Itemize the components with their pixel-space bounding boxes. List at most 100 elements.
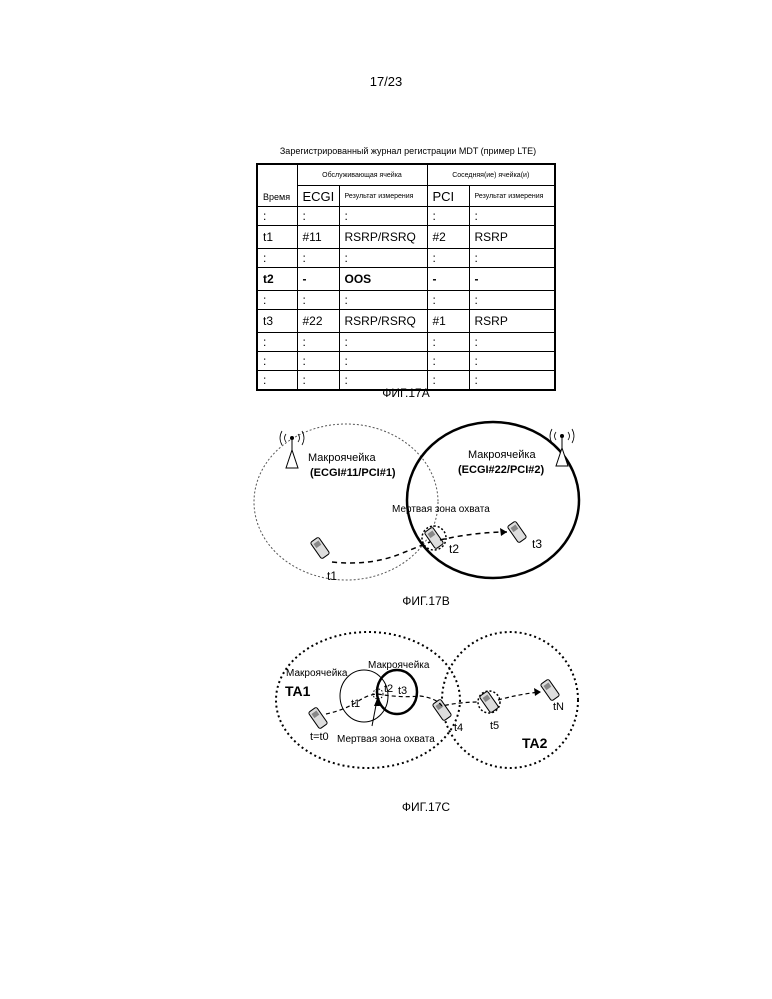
phone-icon bbox=[424, 527, 444, 549]
tn-label: tN bbox=[553, 701, 564, 713]
cell-ecgi: : bbox=[297, 291, 339, 310]
cell-serving-result: : bbox=[339, 291, 427, 310]
arrow-head-icon bbox=[500, 528, 507, 536]
cell-ecgi: : bbox=[297, 333, 339, 352]
page-number: 17/23 bbox=[0, 74, 772, 89]
t1-label: t1 bbox=[351, 698, 360, 710]
cell-time: t3 bbox=[257, 310, 297, 333]
cell-pci: #2 bbox=[427, 226, 469, 249]
phone-icon bbox=[507, 521, 527, 543]
t3-label: t3 bbox=[398, 685, 407, 697]
cell-time: t2 bbox=[257, 268, 297, 291]
cell-neighbor-result: : bbox=[469, 333, 555, 352]
right-cell-label: Макроячейка bbox=[468, 449, 536, 461]
header-pci: PCI bbox=[427, 186, 469, 207]
ta1-cell-label: Макроячейка bbox=[286, 668, 348, 679]
trajectory-path bbox=[440, 532, 507, 540]
arrow-head-icon bbox=[534, 688, 541, 696]
cell-serving-result: RSRP/RSRQ bbox=[339, 310, 427, 333]
cell-time: : bbox=[257, 249, 297, 268]
table-row: : : : : : bbox=[257, 333, 555, 352]
trajectory-path bbox=[498, 692, 540, 700]
left-cell-id: (ECGI#11/PCI#1) bbox=[310, 467, 396, 479]
cell-neighbor-result: : bbox=[469, 207, 555, 226]
cell-pci: : bbox=[427, 352, 469, 371]
table-row: t3 #22 RSRP/RSRQ #1 RSRP bbox=[257, 310, 555, 333]
cell-time: : bbox=[257, 333, 297, 352]
small-cell-label: Макроячейка bbox=[368, 660, 430, 671]
cell-serving-result: : bbox=[339, 352, 427, 371]
header-serving-cell: Обслуживающая ячейка bbox=[297, 164, 427, 186]
trajectory-path bbox=[332, 542, 430, 563]
phone-icon bbox=[310, 537, 330, 559]
dead-zone-label: Мертвая зона охвата bbox=[392, 504, 490, 515]
cell-neighbor-result: : bbox=[469, 352, 555, 371]
cell-time: : bbox=[257, 207, 297, 226]
cell-time: : bbox=[257, 291, 297, 310]
cell-pci: : bbox=[427, 249, 469, 268]
left-cell-label: Макроячейка bbox=[308, 452, 376, 464]
cell-neighbor-result: - bbox=[469, 268, 555, 291]
ta1-boundary bbox=[276, 632, 460, 768]
table-row: t1 #11 RSRP/RSRQ #2 RSRP bbox=[257, 226, 555, 249]
t2-label: t2 bbox=[449, 542, 459, 556]
phone-icon bbox=[308, 707, 328, 729]
mdt-log-table: Время Обслуживающая ячейка Соседняя(ие) … bbox=[256, 163, 556, 391]
cell-neighbor-result: : bbox=[469, 249, 555, 268]
cell-neighbor-result: RSRP bbox=[469, 310, 555, 333]
cell-pci: : bbox=[427, 207, 469, 226]
cell-neighbor-result: RSRP bbox=[469, 226, 555, 249]
t2-label: t2 bbox=[384, 683, 393, 695]
fig17c-diagram: Макроячейка Макроячейка TA1 TA2 t=t0 t1 … bbox=[0, 628, 772, 788]
left-macrocell-boundary bbox=[254, 424, 438, 580]
table-row: t2 - OOS - - bbox=[257, 268, 555, 291]
cell-ecgi: : bbox=[297, 207, 339, 226]
phone-icon bbox=[432, 699, 452, 721]
cell-serving-result: : bbox=[339, 333, 427, 352]
cell-serving-result: OOS bbox=[339, 268, 427, 291]
header-time: Время bbox=[257, 164, 297, 207]
cell-ecgi: #22 bbox=[297, 310, 339, 333]
base-station-icon bbox=[280, 431, 304, 468]
cell-pci: #1 bbox=[427, 310, 469, 333]
fig17a-caption: ФИГ.17А bbox=[326, 386, 486, 400]
cell-serving-result: : bbox=[339, 249, 427, 268]
header-neighbor-cell: Соседняя(ие) ячейка(и) bbox=[427, 164, 555, 186]
cell-time: : bbox=[257, 371, 297, 391]
cell-ecgi: #11 bbox=[297, 226, 339, 249]
table-row: : : : : : bbox=[257, 352, 555, 371]
cell-ecgi: : bbox=[297, 352, 339, 371]
table-row: : : : : : bbox=[257, 291, 555, 310]
table-title: Зарегистрированный журнал регистрации MD… bbox=[258, 146, 558, 156]
ta2-label: TA2 bbox=[522, 735, 548, 751]
header-serving-result: Результат измерения bbox=[339, 186, 427, 207]
t0-label: t=t0 bbox=[310, 731, 329, 743]
right-cell-id: (ECGI#22/PCI#2) bbox=[458, 464, 545, 476]
right-macrocell-boundary bbox=[407, 422, 579, 578]
t5-label: t5 bbox=[490, 720, 499, 732]
cell-serving-result: : bbox=[339, 207, 427, 226]
fig17c-caption: ФИГ.17С bbox=[346, 800, 506, 814]
header-neighbor-result: Результат измерения bbox=[469, 186, 555, 207]
dead-zone-label: Мертвая зона охвата bbox=[337, 734, 435, 745]
phone-icon bbox=[540, 679, 560, 701]
small-macrocell-boundary bbox=[377, 670, 417, 714]
trajectory-path bbox=[326, 694, 478, 714]
base-station-icon bbox=[550, 429, 574, 466]
cell-ecgi: : bbox=[297, 249, 339, 268]
header-ecgi: ECGI bbox=[297, 186, 339, 207]
cell-neighbor-result: : bbox=[469, 291, 555, 310]
t1-label: t1 bbox=[327, 569, 337, 583]
t4-label: t4 bbox=[454, 722, 463, 734]
fig17b-diagram: Макроячейка (ECGI#11/PCI#1) Макроячейка … bbox=[0, 420, 772, 620]
cell-pci: : bbox=[427, 291, 469, 310]
t3-label: t3 bbox=[532, 537, 542, 551]
table-row: : : : : : bbox=[257, 207, 555, 226]
cell-time: : bbox=[257, 352, 297, 371]
ta1-label: TA1 bbox=[285, 683, 311, 699]
cell-time: t1 bbox=[257, 226, 297, 249]
cell-pci: - bbox=[427, 268, 469, 291]
table-row: : : : : : bbox=[257, 249, 555, 268]
fig17b-caption: ФИГ.17В bbox=[346, 594, 506, 608]
cell-serving-result: RSRP/RSRQ bbox=[339, 226, 427, 249]
